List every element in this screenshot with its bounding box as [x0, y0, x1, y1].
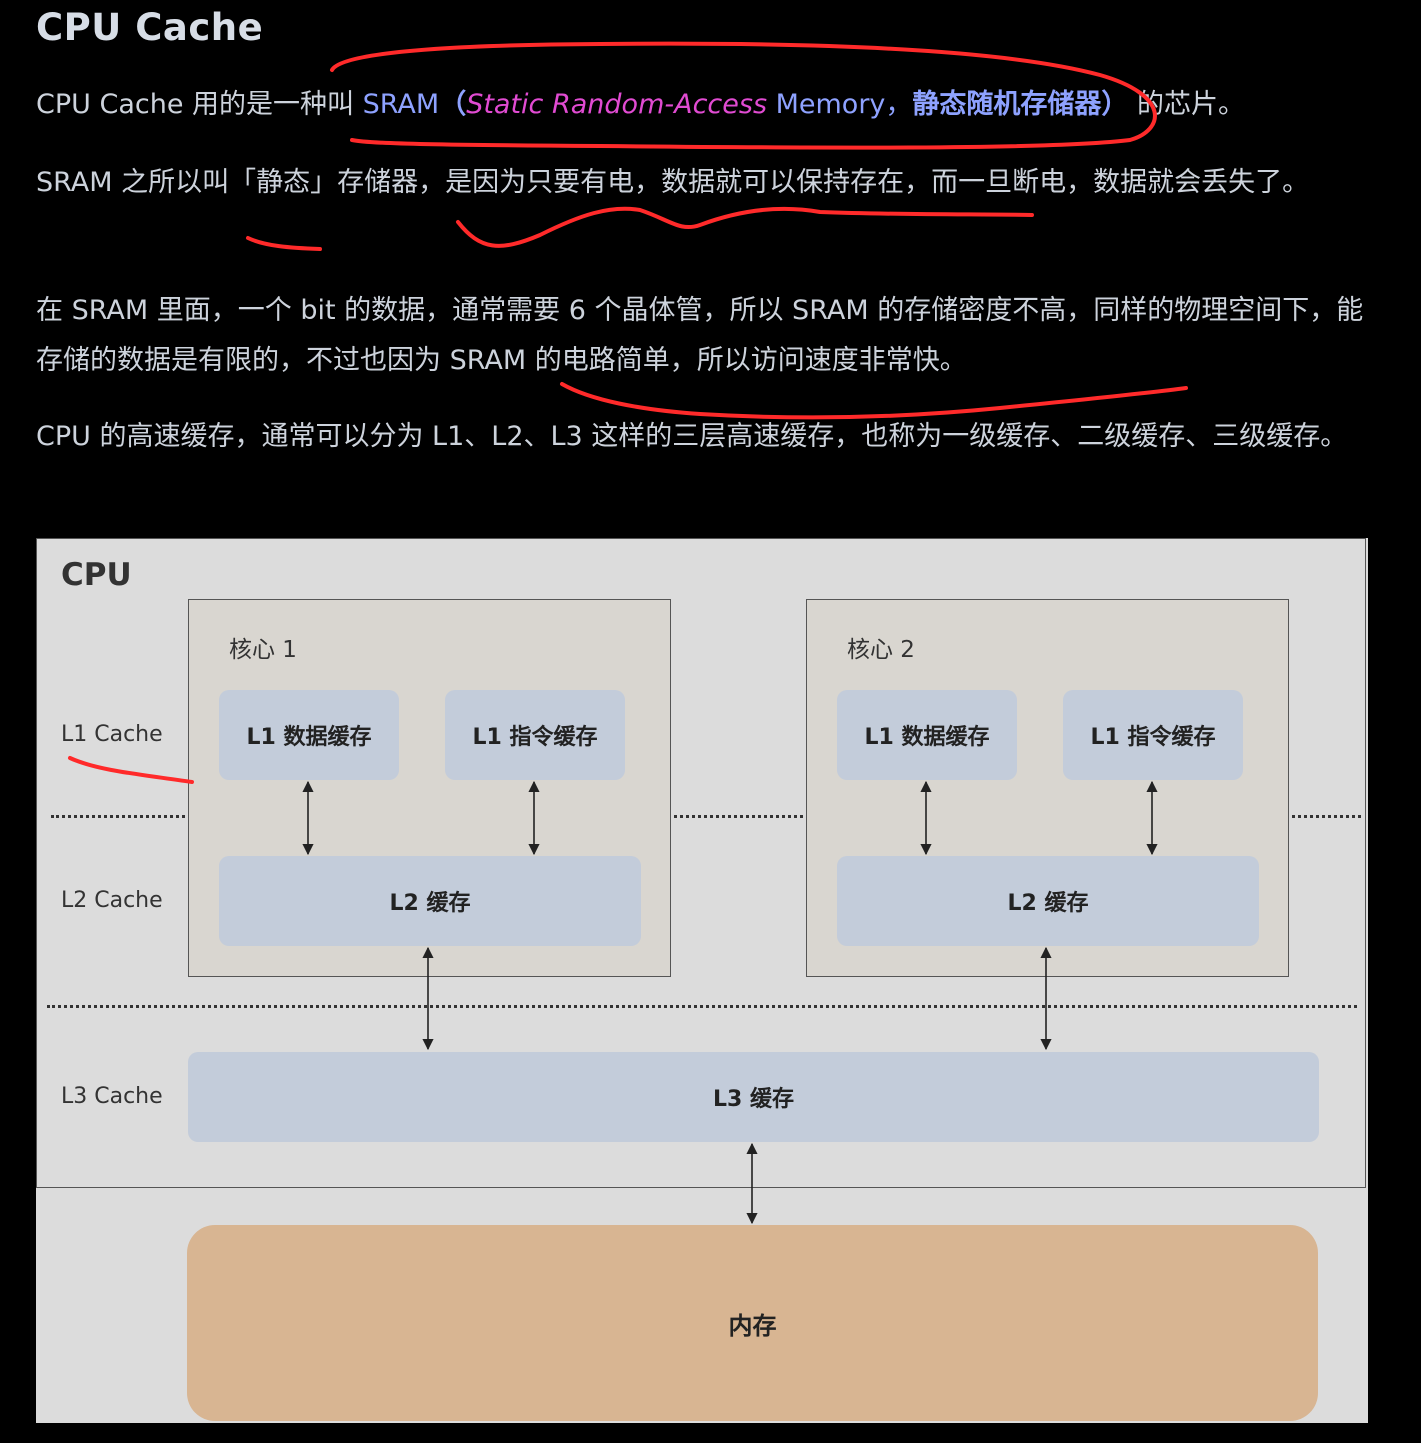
memory-term: Memory， [767, 89, 913, 120]
sram-term: SRAM [362, 89, 440, 120]
core-2-l1-instruction-cache: L1 指令缓存 [1063, 690, 1243, 780]
annotation-underline-static [246, 236, 322, 251]
static-random-access: Static Random-Access [466, 89, 768, 120]
paragraph-cache-levels: CPU 的高速缓存，通常可以分为 L1、L2、L3 这样的三层高速缓存，也称为一… [36, 421, 1348, 452]
core-1-l1-instruction-cache: L1 指令缓存 [445, 690, 625, 780]
core-1-label: 核心 1 [229, 637, 297, 663]
l3-cache: L3 缓存 [188, 1052, 1319, 1142]
p1-before: CPU Cache 用的是一种叫 [36, 89, 363, 120]
p1-after: 的芯片。 [1128, 89, 1245, 120]
open-paren: （ [439, 89, 467, 120]
divider-l1-l2 [51, 815, 1361, 818]
main-memory: 内存 [187, 1225, 1318, 1421]
annotation-underline-power [456, 206, 1034, 248]
paragraph-sram-density: 在 SRAM 里面，一个 bit 的数据，通常需要 6 个晶体管，所以 SRAM… [36, 295, 1364, 376]
core-1-l2-cache: L2 缓存 [219, 856, 641, 946]
paragraph-static-explanation: SRAM 之所以叫「静态」存储器，是因为只要有电，数据就可以保持存在，而一旦断电… [36, 167, 1310, 198]
row-label-l3: L3 Cache [61, 1084, 163, 1109]
core-2-l2-cache: L2 缓存 [837, 856, 1259, 946]
sram-chinese-term: 静态随机存储器） [912, 89, 1129, 120]
cpu-title: CPU [61, 557, 132, 593]
cpu-cache-diagram: CPU L1 Cache L2 Cache L3 Cache 核心 1 L1 数… [36, 538, 1368, 1423]
page-heading: CPU Cache [36, 6, 264, 49]
core-1: 核心 1 L1 数据缓存 L1 指令缓存 L2 缓存 [188, 599, 671, 977]
cpu-container: CPU L1 Cache L2 Cache L3 Cache 核心 1 L1 数… [36, 538, 1366, 1188]
core-2-l1-data-cache: L1 数据缓存 [837, 690, 1017, 780]
core-2: 核心 2 L1 数据缓存 L1 指令缓存 L2 缓存 [806, 599, 1289, 977]
divider-l2-l3 [47, 1005, 1357, 1008]
core-2-label: 核心 2 [847, 637, 915, 663]
row-label-l2: L2 Cache [61, 888, 163, 913]
paragraph-sram-intro: CPU Cache 用的是一种叫 SRAM（Static Random-Acce… [36, 80, 1376, 130]
row-label-l1: L1 Cache [61, 722, 163, 747]
core-1-l1-data-cache: L1 数据缓存 [219, 690, 399, 780]
